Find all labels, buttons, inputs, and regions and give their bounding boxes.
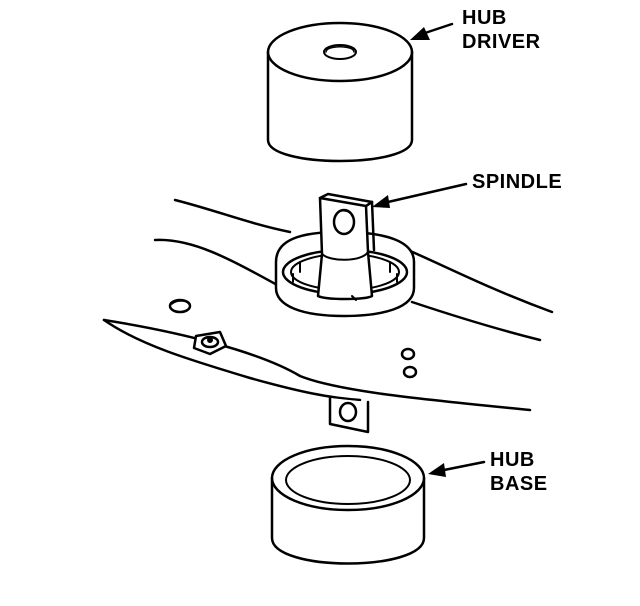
hub-driver-label: HUB DRIVER (462, 6, 541, 54)
spindle (316, 192, 376, 301)
knuckle-arm (102, 198, 554, 412)
hub-driver-leader-arrow (410, 22, 454, 40)
hub-base-label: HUB BASE (490, 448, 548, 496)
hub-driver-label-line-1: HUB (462, 7, 507, 29)
hub-base-leader-arrow (428, 460, 486, 477)
hub-base (270, 444, 426, 565)
hub-driver-label-line-2: DRIVER (462, 31, 541, 53)
hub-base-label-line-1: HUB (490, 449, 535, 471)
spindle-label: SPINDLE (472, 171, 563, 193)
spindle-leader-arrow (372, 182, 468, 208)
hub-driver (266, 21, 414, 163)
hub-base-label-line-2: BASE (490, 473, 548, 495)
spindle-bottom-tab (328, 396, 370, 434)
